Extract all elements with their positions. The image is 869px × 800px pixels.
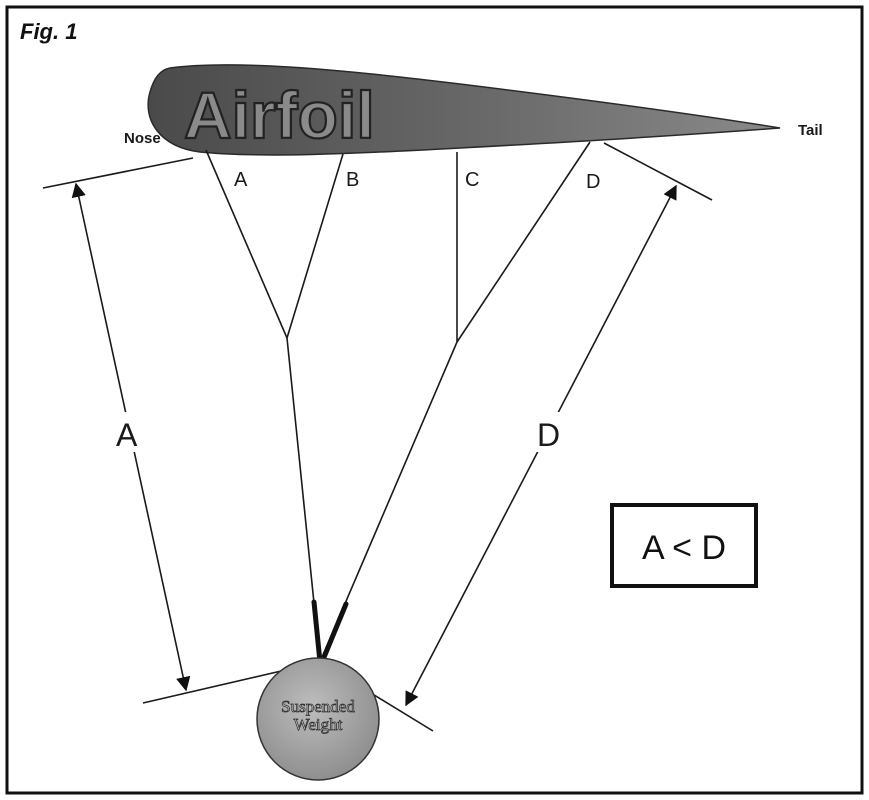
airfoil-shape — [147, 64, 781, 156]
reference-line-d-top — [603, 142, 713, 201]
string-cd-thick-end — [319, 601, 349, 665]
string-label-b: B — [346, 169, 359, 191]
weight-label-line2: Weight — [294, 715, 343, 734]
string-a — [205, 149, 288, 339]
figure-frame — [5, 5, 864, 795]
string-label-c: C — [465, 169, 479, 191]
airfoil-label: Airfoil — [184, 78, 375, 152]
nose-label: Nose — [124, 130, 161, 147]
comparison-box — [610, 503, 758, 588]
figure-title: Fig. 1 — [20, 19, 77, 44]
string-b — [286, 153, 344, 339]
string-ab-thick-end — [311, 599, 323, 665]
distance-label-a: A — [116, 417, 138, 453]
comparison-label: A < D — [642, 529, 726, 567]
reference-line-a-top — [42, 157, 194, 189]
weight-label-line1: Suspended — [281, 697, 355, 716]
distance-label-d: D — [537, 417, 560, 453]
suspended-weight — [256, 657, 380, 781]
string-label-a: A — [234, 169, 248, 191]
distance-label-a-backdrop — [112, 412, 142, 452]
string-label-d: D — [586, 171, 600, 193]
tail-label: Tail — [798, 122, 823, 139]
distance-label-d-backdrop — [534, 412, 568, 452]
